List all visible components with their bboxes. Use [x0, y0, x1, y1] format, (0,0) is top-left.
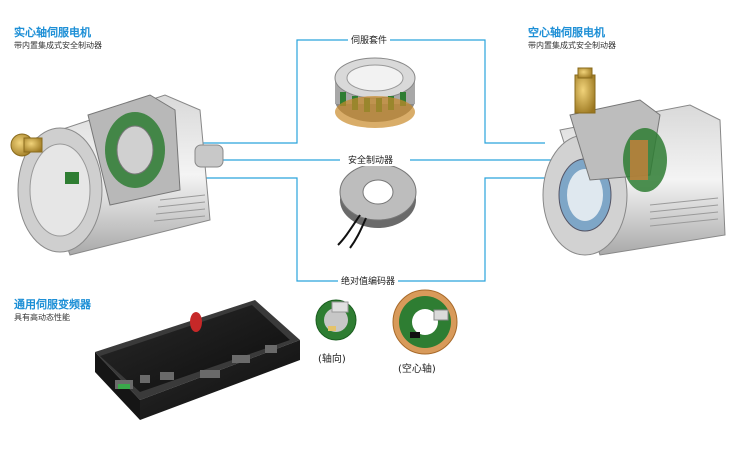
axial-encoder-caption: (轴向): [318, 354, 346, 365]
solid-shaft-motor-subtitle: 带内置集成式安全制动器: [14, 41, 102, 50]
hollow-shaft-motor-subtitle: 带内置集成式安全制动器: [528, 41, 616, 50]
hollow-shaft-motor-title: 空心轴伺服电机: [528, 26, 605, 39]
safety-brake-label: 安全制动器: [345, 153, 397, 166]
servo-drive-title: 通用伺服变频器: [14, 298, 91, 311]
hollow-encoder-illustration: [392, 289, 458, 355]
servo-drive-illustration: [95, 300, 300, 420]
servo-drive-subtitle: 具有高动态性能: [14, 313, 70, 322]
solid-shaft-motor-title: 实心轴伺服电机: [14, 26, 91, 39]
servo-kit-label: 伺服套件: [348, 33, 391, 46]
axial-encoder-illustration: [315, 299, 357, 341]
solid-shaft-motor-illustration: [10, 94, 224, 256]
hollow-shaft-motor-illustration: [542, 67, 726, 256]
safety-brake-illustration: [337, 163, 417, 249]
encoder-label: 绝对值编码器: [338, 274, 399, 287]
hollow-encoder-caption: (空心轴): [398, 364, 436, 375]
servo-kit-illustration: [334, 57, 416, 128]
